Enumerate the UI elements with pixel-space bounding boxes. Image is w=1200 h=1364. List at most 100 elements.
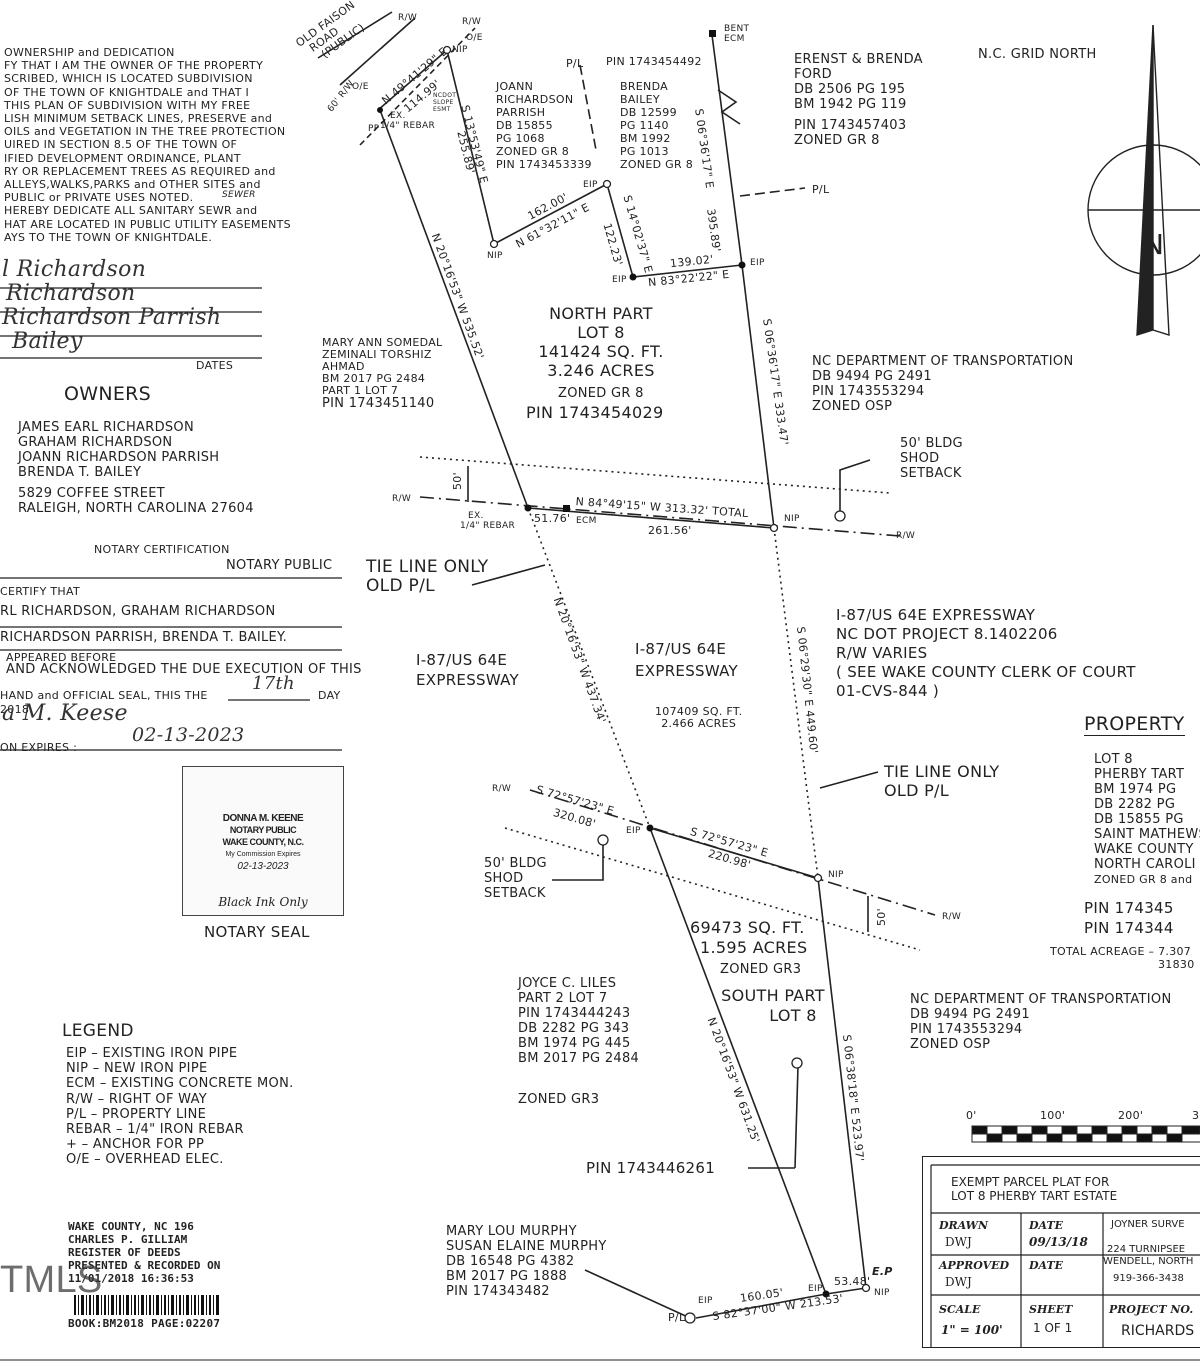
setback-dim: 50' — [875, 908, 888, 926]
scale-label: 0' — [966, 1109, 977, 1122]
legend-item: EIP – EXISTING IRON PIPE — [66, 1046, 238, 1061]
ep-label: E.P — [872, 1265, 893, 1278]
owner-address: 5829 COFFEE STREET — [18, 486, 166, 501]
owner-signature: Bailey — [12, 329, 83, 354]
seal-commission: My Commission Expires — [225, 851, 301, 858]
rw-label: R/W — [398, 13, 418, 23]
plat-title: EXEMPT PARCEL PLAT FOR — [951, 1175, 1110, 1189]
scale-title: SCALE — [939, 1303, 981, 1316]
notary-seal-label: NOTARY SEAL — [204, 923, 310, 941]
title-block: EXEMPT PARCEL PLAT FOR LOT 8 PHERBY TART… — [922, 1156, 1200, 1348]
dedication-line: IFIED DEVELOPMENT ORDINANCE, PLANT — [4, 151, 241, 165]
plat-subtitle: LOT 8 PHERBY TART ESTATE — [951, 1189, 1118, 1203]
notary-cert-title: NOTARY CERTIFICATION — [94, 543, 230, 556]
nip-label: NIP — [828, 870, 844, 880]
dates-label: DATES — [196, 359, 234, 372]
pl-label: P/L — [812, 183, 830, 196]
expressway-mid: I-87/US 64E EXPRESSWAY — [635, 640, 739, 680]
north-part-zone: ZONED GR 8 — [558, 386, 644, 401]
nip-label: NIP — [452, 45, 468, 55]
firm-name: JOYNER SURVE — [1111, 1219, 1185, 1230]
rw-label: R/W — [462, 17, 482, 27]
rebar-label: 1/4" REBAR — [460, 521, 516, 531]
rw-label: R/W — [392, 494, 412, 504]
pl-label: P/L — [566, 57, 584, 70]
rw-label: R/W — [492, 784, 512, 794]
total-acreage: TOTAL ACREAGE – 7.307 — [1050, 945, 1192, 958]
setback-dim: 50' — [451, 472, 464, 490]
sheet-value: 1 OF 1 — [1033, 1321, 1073, 1335]
rw-label: R/W — [896, 531, 916, 541]
sewer-note: SEWER — [222, 190, 256, 200]
legend-item: NIP – NEW IRON PIPE — [66, 1061, 208, 1077]
owner-signature: Richardson — [6, 281, 136, 306]
dedication-line: PUBLIC or PRIVATE USES NOTED. — [4, 191, 194, 205]
barcode — [74, 1295, 219, 1315]
distance-label: 53.48' — [834, 1275, 871, 1288]
dedication-statement: OWNERSHIP and DEDICATION FY THAT I AM TH… — [4, 46, 291, 244]
legend-item: ECM – EXISTING CONCRETE MON. — [66, 1076, 294, 1092]
ncdot-south-info: NC DEPARTMENT OF TRANSPORTATION DB 9494 … — [910, 992, 1172, 1052]
scale-value: 1" = 100' — [941, 1323, 1003, 1337]
sheet-label: SHEET — [1029, 1303, 1073, 1316]
south-part-label: SOUTH PART LOT 8 — [721, 986, 825, 1025]
rebar-label: 1/4" REBAR — [380, 121, 436, 131]
project-label: PROJECT NO. — [1109, 1303, 1194, 1316]
dedication-line: LISH MINIMUM SETBACK LINES, PRESERVE and — [4, 112, 273, 126]
project-value: RICHARDS — [1121, 1323, 1195, 1339]
pp-label: PP — [368, 124, 380, 134]
drawn-label: DRAWN — [939, 1219, 989, 1232]
murphy-parcel-info: MARY LOU MURPHY SUSAN ELAINE MURPHY DB 1… — [446, 1224, 607, 1299]
seal-county: WAKE COUNTY, N.C. — [222, 837, 304, 847]
legend-item: P/L – PROPERTY LINE — [66, 1106, 207, 1122]
owner-name: JAMES EARL RICHARDSON — [18, 420, 194, 435]
seal-date: 02-13-2023 — [237, 861, 289, 872]
owner-signature: Richardson Parrish — [2, 305, 222, 330]
notary-day-label: DAY — [318, 689, 341, 702]
approved-label: APPROVED — [939, 1259, 1010, 1272]
distance-label: 261.56' — [648, 524, 692, 537]
tie-line-north: TIE LINE ONLY OLD P/L — [366, 557, 489, 596]
north-arrow-letter: N — [1143, 228, 1165, 261]
property-pin: PIN 174345 — [1084, 899, 1174, 917]
distance-label: 51.76' — [534, 512, 571, 525]
notary-line: RICHARDSON PARRISH, BRENDA T. BAILEY. — [0, 630, 288, 645]
bent-ecm: BENT ECM — [724, 24, 750, 44]
book-page: BOOK:BM2018 PAGE:02207 — [68, 1317, 221, 1330]
liles-zone: ZONED GR3 — [518, 1092, 600, 1107]
joann-parcel-info: JOANN RICHARDSON PARRISH DB 15855 PG 106… — [496, 80, 592, 171]
firm-address: 224 TURNIPSEE — [1107, 1244, 1186, 1255]
expressway-left: I-87/US 64E EXPRESSWAY — [416, 651, 520, 689]
notary-line: AND ACKNOWLEDGED THE DUE EXECUTION OF TH… — [6, 662, 362, 677]
oe-label: O/E — [352, 82, 369, 92]
dedication-line: THIS PLAN OF SUBDIVISION WITH MY FREE — [4, 98, 251, 112]
ink-note: Black Ink Only — [218, 895, 308, 909]
eip-label: EIP — [626, 826, 641, 836]
register-stamp: WAKE COUNTY, NC 196 CHARLES P. GILLIAM R… — [68, 1220, 220, 1285]
date-value: 09/13/18 — [1029, 1235, 1088, 1249]
owners-list: JAMES EARL RICHARDSON GRAHAM RICHARDSON … — [18, 420, 219, 480]
setback-south: 50' BLDG SHOD SETBACK — [484, 856, 547, 901]
ford-parcel-info: ERENST & BRENDA FORD DB 2506 PG 195 BM 1… — [794, 52, 923, 148]
property-pin: PIN 174344 — [1084, 919, 1174, 937]
register-line: CHARLES P. GILLIAM — [68, 1233, 188, 1246]
notary-line: HAND and OFFICIAL SEAL, THIS THE — [0, 689, 208, 702]
legend-item: R/W – RIGHT OF WAY — [66, 1091, 208, 1107]
eip-label: EIP — [583, 180, 598, 190]
legend-list: EIP – EXISTING IRON PIPE NIP – NEW IRON … — [66, 1046, 294, 1168]
scale-label: 200' — [1118, 1109, 1144, 1122]
dedication-line: UIRED IN SECTION 8.5 OF THE TOWN OF — [4, 138, 238, 152]
tie-line-south: TIE LINE ONLY OLD P/L — [884, 762, 1000, 800]
expressway-area: 107409 SQ. FT. 2.466 ACRES — [655, 705, 743, 730]
dedication-line: OF THE TOWN OF KNIGHTDALE and THAT I — [4, 85, 250, 99]
owners-title: OWNERS — [64, 383, 152, 405]
south-pin: PIN 1743446261 — [586, 1159, 716, 1177]
firm-phone: 919-366-3438 — [1113, 1273, 1184, 1284]
expressway-project-info: I-87/US 64E EXPRESSWAY NC DOT PROJECT 8.… — [836, 606, 1136, 700]
north-part-pin: PIN 1743454029 — [526, 403, 664, 422]
liles-parcel-info: JOYCE C. LILES PART 2 LOT 7 PIN 17434442… — [518, 976, 640, 1066]
dedication-line: RY OR REPLACEMENT TREES AS REQUIRED and — [4, 164, 276, 178]
setback-north: 50' BLDG SHOD SETBACK — [900, 436, 963, 481]
ex-label: EX. — [390, 111, 406, 121]
